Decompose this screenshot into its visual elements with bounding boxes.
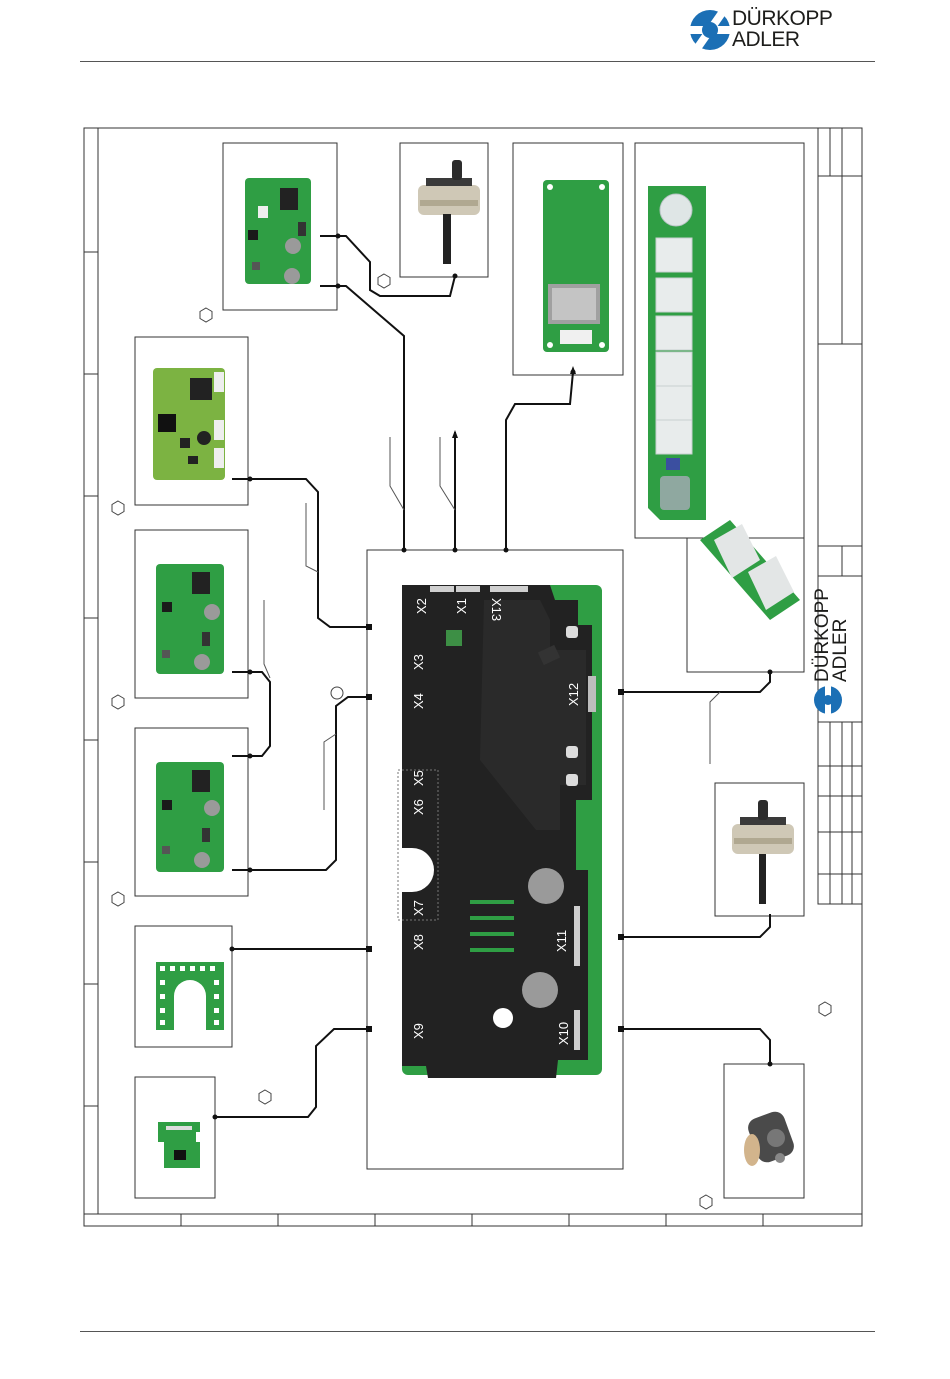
connector-x11-label: X11 — [554, 930, 569, 952]
connector-x10-label: X10 — [556, 1022, 571, 1045]
pcb-board-left-1 — [153, 368, 225, 480]
hexagon-marker-icon — [112, 892, 124, 906]
wire-left3-to-x4 — [232, 697, 372, 870]
pcb-board-top — [245, 178, 311, 284]
sensor-u-board — [156, 962, 224, 1030]
wire-x11-to-motor — [620, 914, 770, 937]
encoder-device — [744, 1109, 797, 1166]
connector-x12-label: X12 — [566, 683, 581, 706]
wire-left1-to-x3 — [232, 479, 372, 627]
connector-x7-label: X7 — [411, 900, 426, 916]
connector-x2-label: X2 — [414, 598, 429, 614]
hexagon-marker-icon — [819, 1002, 831, 1016]
hexagon-marker-icon — [378, 274, 390, 288]
title-block-logo: DÜRKOPP ADLER — [812, 588, 851, 716]
connector-x3-label: X3 — [411, 654, 426, 670]
wire-x12-to-panel — [620, 672, 770, 692]
hexagon-marker-icon — [200, 308, 212, 322]
wire-left2-to-left3 — [232, 672, 270, 756]
wire-sensor-small-to-x9 — [215, 1029, 372, 1117]
stepper-motor-right — [732, 800, 794, 904]
control-panel — [648, 186, 800, 620]
connector-x9-label: X9 — [411, 1023, 426, 1039]
hexagon-marker-icon — [259, 1090, 271, 1104]
controller-board: X2 X1 X13 X3 X4 X5 X6 X7 X8 X9 X10 X11 X… — [398, 585, 602, 1078]
pcb-board-left-3 — [156, 762, 224, 872]
hexagon-marker-icon — [112, 501, 124, 515]
stepper-motor-top — [418, 160, 480, 264]
connector-x6-label: X6 — [411, 799, 426, 815]
circle-marker-icon — [331, 687, 343, 699]
hexagon-marker-icon — [112, 695, 124, 709]
connector-x8-label: X8 — [411, 934, 426, 950]
connector-x1-label: X1 — [454, 598, 469, 614]
wire-board-top-to-x2 — [320, 286, 404, 550]
hexagon-marker-icon — [700, 1195, 712, 1209]
pcb-board-left-2 — [156, 564, 224, 674]
title-block: DÜRKOPP ADLER — [812, 128, 862, 904]
title-block-brand-line2: ADLER — [830, 619, 851, 682]
wire-x13-to-memory-card — [506, 372, 573, 550]
connector-x13-label: X13 — [489, 598, 504, 621]
arrow-heads — [452, 366, 576, 438]
memory-card-board — [543, 180, 609, 352]
wire-x10-to-encoder — [620, 1029, 770, 1064]
sensor-small-board — [158, 1122, 200, 1168]
connector-x4-label: X4 — [411, 693, 426, 709]
connector-x5-label: X5 — [411, 770, 426, 786]
